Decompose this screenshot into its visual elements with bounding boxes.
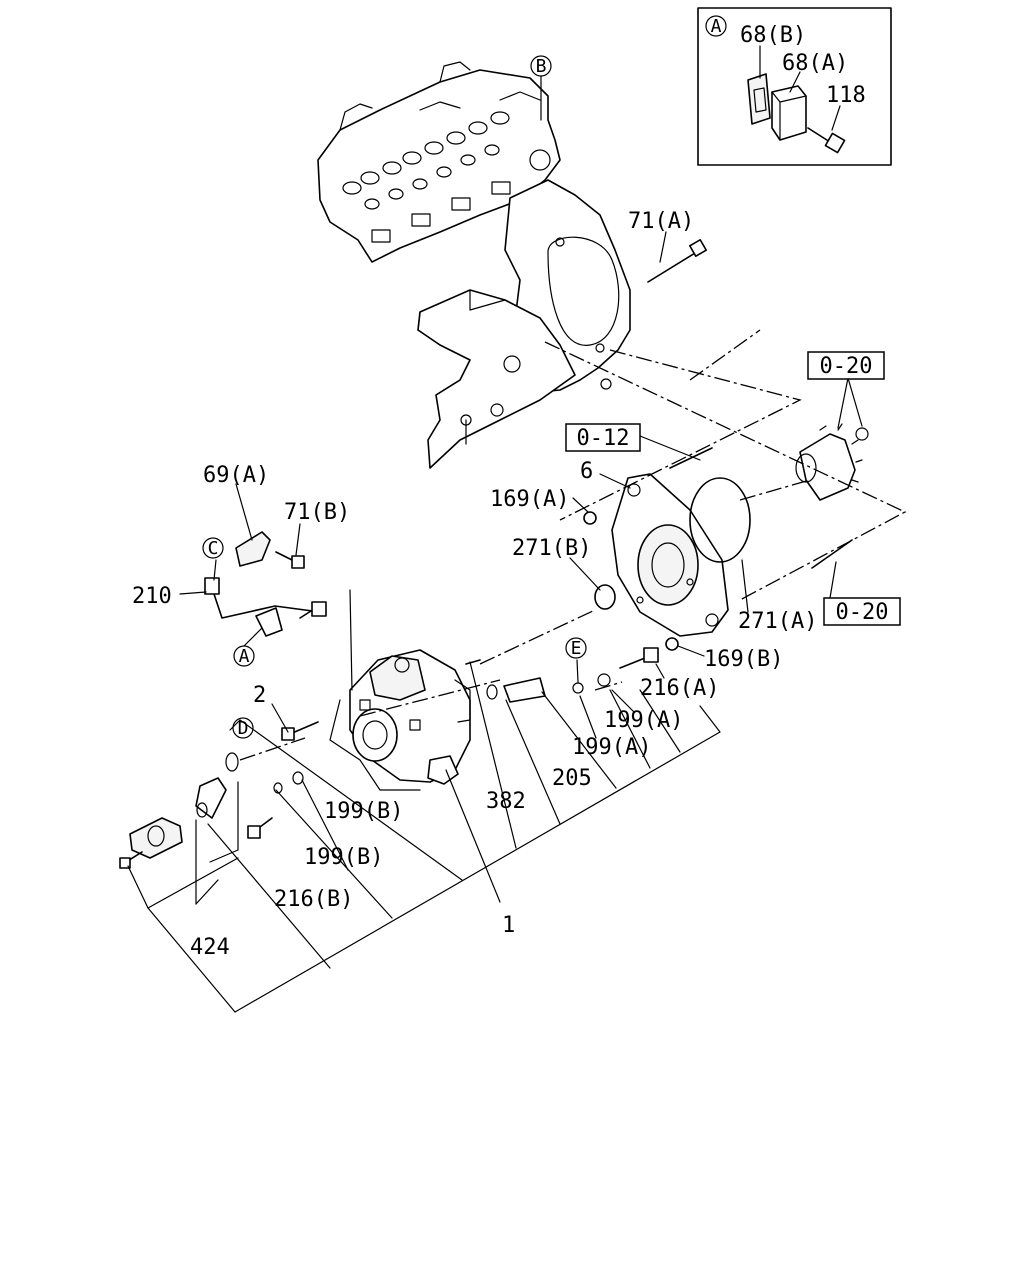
washer-199b-2	[292, 771, 304, 785]
label-199b-1: 199(B)	[324, 799, 403, 824]
washer-199a-1	[572, 682, 584, 694]
label-199a-2: 199(A)	[572, 735, 651, 760]
clip-68b-shape	[747, 73, 771, 125]
stud-lower	[811, 539, 853, 569]
sensor-205	[503, 677, 546, 703]
marker-b-label: B	[536, 56, 547, 77]
flange-bore	[637, 524, 699, 606]
label-68b: 68(B)	[740, 23, 806, 48]
label-210: 210	[132, 584, 172, 609]
pipe-line	[211, 587, 321, 619]
pin-382	[465, 659, 481, 665]
housing-opening	[547, 236, 620, 346]
label-6: 6	[580, 459, 593, 484]
markers: C A D E	[202, 537, 587, 739]
engine-block: B	[317, 55, 631, 469]
label-68a: 68(A)	[782, 51, 848, 76]
washer-199a-2	[597, 673, 611, 687]
label-118: 118	[826, 83, 866, 108]
nut-169b	[665, 637, 679, 651]
bracket-69a	[235, 531, 271, 567]
o-ring-205	[486, 684, 498, 700]
marker-d-label: D	[238, 718, 249, 739]
ref-box-020-bottom	[823, 597, 901, 626]
assembly-lines	[209, 329, 907, 863]
ref-box-012	[565, 423, 641, 452]
ref-020-top-label: 0-20	[820, 354, 873, 379]
label-205: 205	[552, 766, 592, 791]
stud-upper	[669, 447, 713, 469]
gasket-424	[195, 777, 227, 819]
pump-head	[369, 655, 426, 701]
gear-nut	[855, 427, 869, 441]
lower-block	[417, 289, 576, 469]
reference-boxes: 0-20 0-12 0-20	[565, 351, 901, 626]
marker-a-label: A	[239, 646, 250, 667]
ref-box-020-top	[807, 351, 885, 380]
label-71a: 71(A)	[628, 209, 694, 234]
marker-c-circle	[202, 537, 224, 559]
cylinder-head-details	[339, 61, 541, 243]
inset-frame	[697, 7, 892, 166]
label-169a: 169(A)	[490, 487, 569, 512]
fuel-pump-assembly	[329, 649, 481, 791]
inset-marker-label: A	[711, 16, 722, 37]
label-71b: 71(B)	[284, 500, 350, 525]
fuel-pipe-210	[204, 531, 327, 637]
label-169b: 169(B)	[704, 647, 783, 672]
marker-d-circle	[232, 717, 254, 739]
nut-169a	[583, 511, 597, 525]
bolt-118-shape	[824, 132, 846, 154]
marker-e-circle	[565, 637, 587, 659]
inset-marker-circle	[705, 15, 727, 37]
inset-detail-a: A 68(B) 68(A) 118	[697, 7, 892, 166]
studs	[583, 239, 853, 651]
bracket-lines	[127, 661, 721, 1013]
label-216a: 216(A)	[640, 676, 719, 701]
label-382: 382	[486, 789, 526, 814]
pipe-bracket	[255, 607, 283, 637]
bolt-71a	[647, 249, 701, 283]
ref-020-bottom-label: 0-20	[836, 600, 889, 625]
marker-c-label: C	[208, 538, 219, 559]
label-199b-2: 199(B)	[304, 845, 383, 870]
o-ring-lower	[225, 752, 239, 772]
bracket-68a-shape	[771, 85, 807, 141]
cylinder-head-outline	[317, 69, 561, 263]
part-labels: 71(A) 6 169(A) 69(A) 71(B) 271(B) 210 27…	[132, 209, 817, 960]
label-271b: 271(B)	[512, 536, 591, 561]
label-69a: 69(A)	[203, 463, 269, 488]
drive-gear	[795, 423, 869, 501]
gear-body	[799, 433, 856, 501]
label-271a: 271(A)	[738, 609, 817, 634]
small-parts	[119, 647, 659, 869]
pump-mounting-flange	[611, 473, 751, 637]
o-ring-271b	[594, 584, 616, 610]
marker-e-label: E	[571, 638, 582, 659]
o-ring-271a	[689, 477, 751, 563]
marker-a-circle	[233, 645, 255, 667]
label-1: 1	[502, 913, 515, 938]
label-199a-1: 199(A)	[604, 708, 683, 733]
pump-drive-hub	[352, 708, 398, 762]
leader-lines	[179, 231, 863, 739]
label-2: 2	[253, 683, 266, 708]
label-216b: 216(B)	[274, 887, 353, 912]
suction-control-valve	[129, 817, 183, 859]
pump-sensor-port	[427, 755, 459, 785]
label-424: 424	[190, 935, 230, 960]
ref-012-label: 0-12	[577, 426, 630, 451]
